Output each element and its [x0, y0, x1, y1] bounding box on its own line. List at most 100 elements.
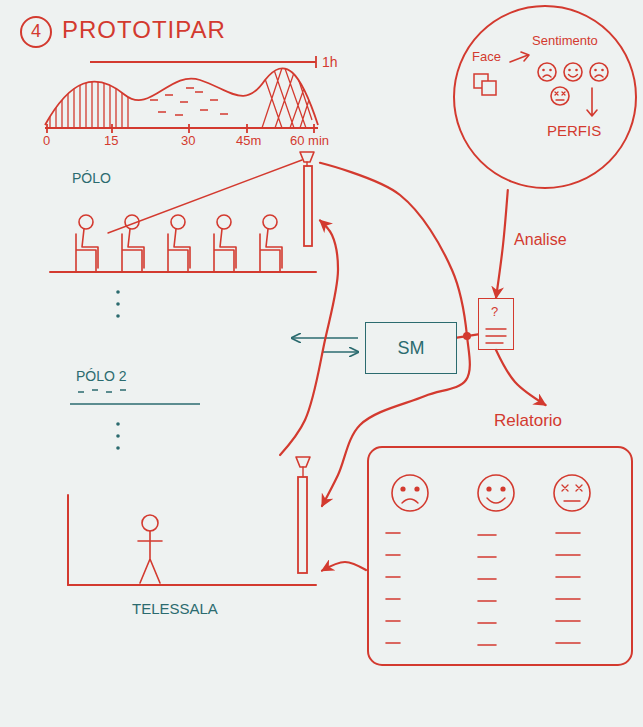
- face-icon: [538, 63, 556, 81]
- connector-arrow: [320, 163, 470, 506]
- face-icon: [402, 499, 418, 503]
- face-icon: [564, 500, 580, 501]
- report-document: ?: [478, 298, 514, 350]
- node-text: Relatorio: [494, 411, 562, 431]
- room-polo-outline: [174, 229, 190, 268]
- room-polo-outline: [168, 234, 188, 272]
- continuation-dots: [116, 314, 120, 318]
- face-icon: [478, 475, 514, 511]
- circle-node-outline: [452, 4, 638, 190]
- timeline: [47, 124, 314, 133]
- connectors: [280, 163, 545, 571]
- report-table-outline: [386, 533, 580, 645]
- room-polo-outline: [300, 152, 314, 162]
- room-polo-outline: [48, 150, 320, 278]
- room-telessala-outline: [302, 467, 303, 477]
- time-label: 1h: [322, 54, 338, 70]
- title-circle: [21, 17, 51, 47]
- face-icon: [538, 63, 556, 81]
- process-box: SM: [365, 322, 457, 374]
- face-icon: [575, 69, 578, 72]
- room-polo: PÓLO: [48, 150, 320, 278]
- callout-number: 4: [31, 21, 41, 42]
- connector-arrow: [496, 350, 546, 405]
- face-icon: [392, 475, 428, 511]
- connector-arrow: [280, 220, 338, 455]
- data-exchange-arrows: [322, 351, 358, 353]
- face-icon: [594, 69, 597, 72]
- face-icon: [564, 63, 582, 81]
- room-polo-outline: [108, 160, 302, 233]
- face-icon: [556, 99, 564, 100]
- room-telessala: TELESSALA: [60, 455, 322, 625]
- connector-arrow: [322, 562, 366, 571]
- title-circle: [21, 17, 51, 47]
- face-icon: [568, 69, 571, 72]
- diagram-title: PROTOTIPAR: [62, 16, 226, 44]
- face-icon: [500, 486, 505, 491]
- face-icon: [564, 63, 582, 81]
- circle-node-outline: [474, 74, 488, 88]
- timeline-hatching: [50, 60, 128, 128]
- face-icon: [487, 498, 505, 503]
- face-icon: [562, 92, 565, 95]
- axis-tick: 15: [104, 134, 118, 149]
- face-icon: [551, 87, 569, 105]
- room-polo-outline: [125, 215, 139, 229]
- continuation-dots: [116, 434, 120, 438]
- face-icon: [555, 92, 558, 95]
- timeline-hatching: [262, 60, 316, 128]
- report-document-outline: [479, 299, 515, 351]
- face-icon: [590, 63, 608, 81]
- axis-tick: 45m: [236, 134, 261, 149]
- polo2-room-sketch: [70, 390, 200, 404]
- room-polo-outline: [122, 234, 142, 272]
- face-icon: [400, 486, 405, 491]
- face-icon: [486, 486, 491, 491]
- node-text: Face: [472, 50, 501, 65]
- room-label: PÓLO 2: [76, 368, 127, 384]
- face-icon: [392, 475, 428, 511]
- connector-arrow: [496, 190, 508, 298]
- room-polo-outline: [304, 166, 312, 246]
- axis-tick: 60 min: [290, 134, 329, 149]
- room-telessala-outline: [298, 477, 307, 573]
- face-icon: [549, 69, 552, 72]
- circle-node-outline: [587, 88, 597, 116]
- face-icon: [595, 75, 603, 77]
- timeline: [90, 56, 316, 68]
- circle-node-outline: [521, 52, 529, 61]
- edge-label: Analise: [512, 231, 568, 249]
- face-icon: [601, 69, 604, 72]
- face-icon: [554, 475, 590, 511]
- node-text: Sentimento: [532, 34, 598, 49]
- room-telessala-outline: [67, 495, 69, 585]
- room-telessala-outline: [142, 515, 158, 531]
- axis-tick: 30: [181, 134, 195, 149]
- timeline: [45, 56, 318, 133]
- room-polo-outline: [306, 162, 307, 166]
- timeline-hatching: [50, 60, 316, 128]
- face-icon: [562, 485, 568, 491]
- room-polo-outline: [220, 229, 236, 268]
- room-polo-outline: [217, 215, 231, 229]
- room-polo-outline: [50, 271, 316, 273]
- room-polo-outline: [266, 229, 282, 268]
- room-polo-outline: [79, 215, 93, 229]
- room-polo-outline: [171, 215, 185, 229]
- node-text: PERFIS: [547, 122, 601, 139]
- face-icon: [590, 63, 608, 81]
- report-table-outline: [368, 447, 632, 665]
- room-polo-outline: [214, 234, 234, 272]
- room-telessala-outline: [60, 455, 322, 625]
- continuation-dots: [116, 290, 120, 450]
- report-document-outline: [486, 329, 506, 343]
- circle-node: Face SentimentoPERFIS: [452, 4, 638, 190]
- polo2-room-sketch: [70, 403, 200, 405]
- face-icon: [478, 475, 514, 511]
- node-text: TELESSALA: [132, 600, 218, 617]
